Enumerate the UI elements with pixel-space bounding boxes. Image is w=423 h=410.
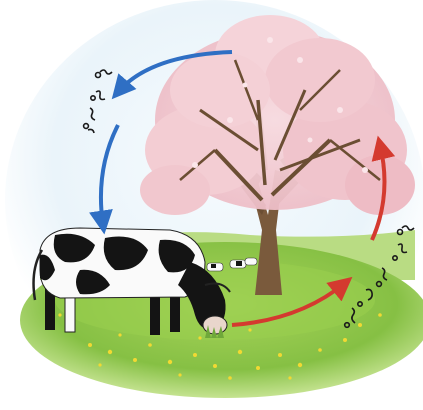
diagram-svg [0, 0, 423, 410]
food-cycle-diagram [0, 0, 423, 410]
